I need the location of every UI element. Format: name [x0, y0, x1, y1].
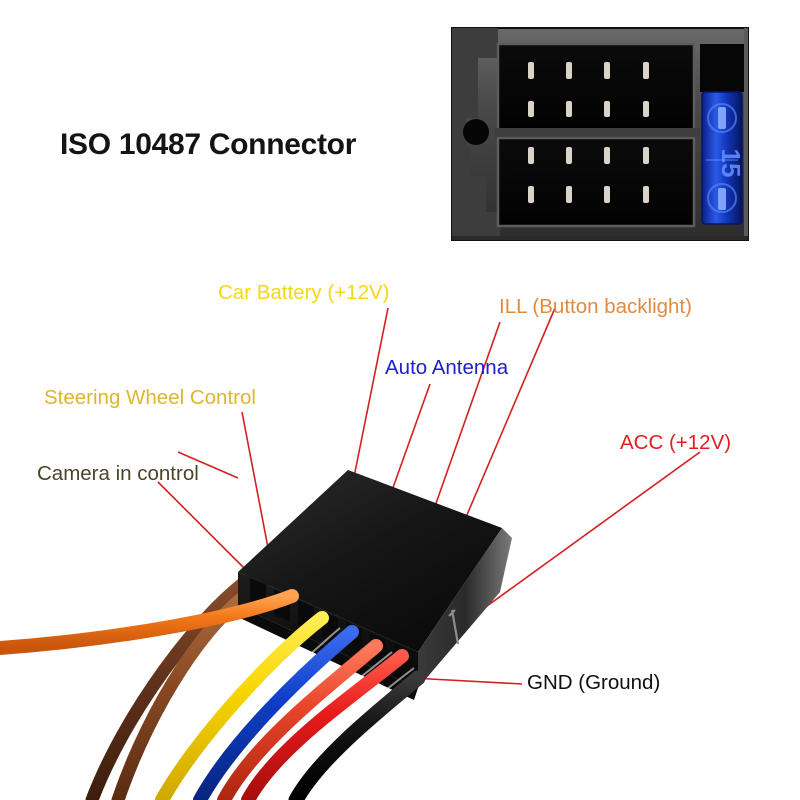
wire-harness-photo [0, 470, 512, 800]
connector-pin-row-4 [528, 186, 649, 203]
blade-fuse: 15 [701, 91, 746, 225]
leader-gnd [411, 677, 523, 685]
connector-pin-row-3 [528, 147, 649, 164]
label-camera-in-control: Camera in control [37, 462, 199, 485]
harness-latch-detail [448, 609, 460, 645]
label-car-battery: Car Battery (+12V) [218, 281, 390, 304]
label-acc: ACC (+12V) [620, 431, 732, 454]
fuse-rating-text: 15 [716, 149, 746, 178]
leader-battery-b [352, 307, 389, 483]
page-title: ISO 10487 Connector [60, 128, 357, 161]
leader-camera-a [177, 451, 239, 479]
label-ill-backlight: ILL (Button backlight) [499, 295, 692, 318]
leader-camera-b [157, 481, 249, 573]
wire-red-orange [217, 639, 383, 800]
wire-orange [0, 589, 299, 655]
wire-blue [193, 625, 359, 800]
label-gnd-ground: GND (Ground) [527, 671, 661, 694]
connector-pin-row-2 [528, 101, 649, 117]
wire-black [288, 670, 426, 800]
label-steering-wheel-control: Steering Wheel Control [44, 386, 256, 409]
wire-red [241, 649, 409, 800]
harness-block-side [418, 528, 512, 688]
iso-connector-photo: 15 [451, 27, 749, 241]
wire-yellow [155, 611, 329, 800]
harness-block-top [238, 470, 502, 652]
connector-pin-row-1 [528, 62, 649, 79]
label-auto-antenna: Auto Antenna [385, 356, 509, 379]
